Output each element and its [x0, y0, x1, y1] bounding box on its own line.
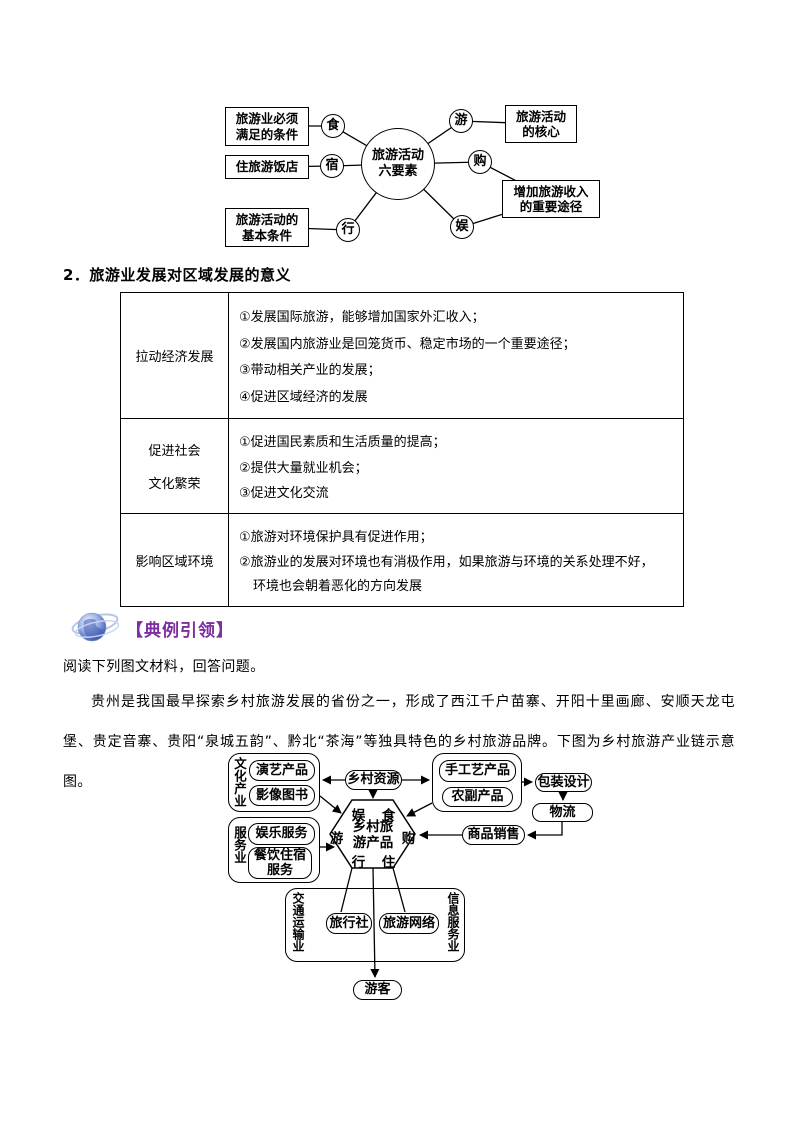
row3-label: 影响区域环境: [121, 514, 229, 606]
center-ellipse-line2: 六要素: [378, 164, 418, 179]
row1-content: ①发展国际旅游，能够增加国家外汇收入； ②发展国内旅游业是回笼货币、稳定市场的一…: [229, 293, 683, 418]
circle-entertainment: 娱: [450, 215, 474, 239]
circle-lodging: 宿: [320, 154, 344, 178]
significance-table: 拉动经济发展 ①发展国际旅游，能够增加国家外汇收入； ②发展国内旅游业是回笼货币…: [120, 292, 684, 607]
circle-lodging-label: 宿: [325, 158, 339, 174]
box-basic-conditions-line1: 旅游活动的: [235, 212, 299, 228]
circle-food-label: 食: [326, 118, 340, 134]
row3-item1: ①旅游对环境保护具有促进作用；: [239, 529, 433, 545]
circle-tour: 游: [449, 109, 473, 133]
box-hotel: 住旅游饭店: [225, 155, 309, 179]
row2-item2: ②提供大量就业机会；: [239, 460, 368, 476]
box-hotel-label: 住旅游饭店: [235, 159, 299, 175]
circle-shopping: 购: [468, 150, 492, 174]
box-tourism-conditions-line1: 旅游业必须: [235, 111, 299, 127]
intro-paragraph-2: 贵州是我国最早探索乡村旅游发展的省份之一，形成了西江千户苗寨、开阳十里画廊、安顺…: [63, 694, 735, 790]
table-row: 促进社会 文化繁荣 ①促进国民素质和生活质量的提高； ②提供大量就业机会； ③促…: [121, 418, 683, 513]
travel-agency-box: 旅行社: [326, 913, 372, 934]
transport-industry-label: 交通运输业: [291, 892, 305, 952]
box-tourism-conditions: 旅游业必须 满足的条件: [225, 107, 309, 146]
row1-item3: ③带动相关产业的发展；: [239, 363, 381, 379]
hex-corner-entertainment: 娱: [351, 808, 366, 824]
exemplar-title: 【典例引领】: [126, 620, 234, 641]
hex-corner-food: 食: [381, 808, 396, 824]
circle-travel: 行: [336, 218, 360, 242]
six-elements-diagram: 旅游业必须 满足的条件 食 住旅游饭店 宿 旅游活动的 基本条件 行 旅游活动 …: [220, 100, 615, 252]
table-row: 影响区域环境 ①旅游对环境保护具有促进作用； ②旅游业的发展对环境也有消极作用，…: [121, 513, 683, 606]
circle-travel-label: 行: [341, 222, 355, 238]
section2-heading: 2．旅游业发展对区域发展的意义: [63, 266, 291, 284]
box-tourism-core: 旅游活动 的核心: [505, 105, 577, 143]
row2-item1: ①促进国民素质和生活质量的提高；: [239, 435, 446, 451]
hex-center-label: 乡村旅 游产品: [352, 819, 394, 851]
performing-products-box: 演艺产品: [249, 760, 315, 781]
culture-industry-group: 文化产业 演艺产品 影像图书: [228, 753, 320, 812]
box-tourism-conditions-line2: 满足的条件: [235, 126, 299, 142]
table-row: 拉动经济发展 ①发展国际旅游，能够增加国家外汇收入； ②发展国内旅游业是回笼货币…: [121, 293, 683, 418]
hex-corner-lodging: 住: [381, 855, 396, 871]
rural-resource-box: 乡村资源: [345, 770, 402, 790]
row2-item3: ③促进文化交流: [239, 485, 329, 501]
agricultural-products-box: 农副产品: [442, 787, 513, 807]
center-ellipse-six-elements: 旅游活动 六要素: [361, 128, 435, 200]
box-basic-conditions-line2: 基本条件: [241, 227, 292, 243]
hex-corner-travel: 行: [351, 855, 366, 871]
catering-lodging-service-box: 餐饮住宿服务: [248, 847, 312, 879]
circle-food: 食: [321, 114, 345, 138]
rural-diagram-connectors: [319, 775, 568, 979]
image-books-box: 影像图书: [249, 785, 315, 806]
goods-sales-box: 商品销售: [462, 825, 525, 845]
rural-tourism-diagram: 文化产业 演艺产品 影像图书 乡村资源 手工艺产品 农副产品 包装设计: [225, 750, 615, 1012]
row2-label: 促进社会 文化繁荣: [121, 419, 229, 513]
culture-industry-label: 文化产业: [232, 757, 247, 807]
row1-label: 拉动经济发展: [121, 293, 229, 418]
circle-shopping-label: 购: [473, 154, 487, 170]
handicraft-products-box: 手工艺产品: [439, 760, 516, 782]
box-tourism-core-line1: 旅游活动: [515, 108, 566, 124]
box-basic-conditions: 旅游活动的 基本条件: [225, 208, 309, 247]
row3-content: ①旅游对环境保护具有促进作用； ②旅游业的发展对环境也有消极作用，如果旅游与环境…: [229, 514, 683, 606]
hex-corner-tour: 游: [329, 831, 344, 847]
row3-item2: ②旅游业的发展对环境也有消极作用，如果旅游与环境的关系处理不好，: [239, 554, 654, 570]
transport-info-group: 交通运输业 信息服务业 旅行社 旅游网络: [285, 888, 465, 962]
service-industry-label: 服务业: [232, 826, 247, 864]
box-income-path: 增加旅游收入 的重要途径: [502, 180, 600, 218]
row2-content: ①促进国民素质和生活质量的提高； ②提供大量就业机会； ③促进文化交流: [229, 419, 683, 513]
row3-item2-continuation: 环境也会朝着恶化的方向发展: [253, 579, 423, 595]
tourist-box: 游客: [353, 980, 402, 1000]
entertainment-service-box: 娱乐服务: [248, 823, 315, 845]
center-ellipse-line1: 旅游活动: [371, 148, 424, 164]
info-service-industry-label: 信息服务业: [446, 892, 460, 952]
row1-item2: ②发展国内旅游业是回笼货币、稳定市场的一个重要途径；: [239, 336, 576, 352]
globe-icon: [71, 612, 120, 642]
box-tourism-core-line2: 的核心: [522, 124, 560, 139]
circle-entertainment-label: 娱: [455, 219, 469, 235]
packaging-design-box: 包装设计: [535, 773, 592, 792]
intro-paragraph-1: 阅读下列图文材料，回答问题。: [63, 659, 265, 675]
service-industry-group: 服务业 娱乐服务 餐饮住宿服务: [228, 817, 320, 883]
row1-item4: ④促进区域经济的发展: [239, 389, 368, 405]
circle-tour-label: 游: [454, 113, 468, 129]
crafts-group: 手工艺产品 农副产品: [432, 753, 522, 812]
logistics-box: 物流: [532, 803, 593, 822]
row1-item1: ①发展国际旅游，能够增加国家外汇收入；: [239, 310, 485, 326]
tourism-network-box: 旅游网络: [379, 913, 439, 934]
box-income-path-line1: 增加旅游收入: [513, 183, 589, 199]
hex-corner-shopping: 购: [401, 831, 416, 847]
exemplar-header: 【典例引领】: [70, 606, 234, 650]
box-income-path-line2: 的重要途径: [519, 199, 583, 214]
